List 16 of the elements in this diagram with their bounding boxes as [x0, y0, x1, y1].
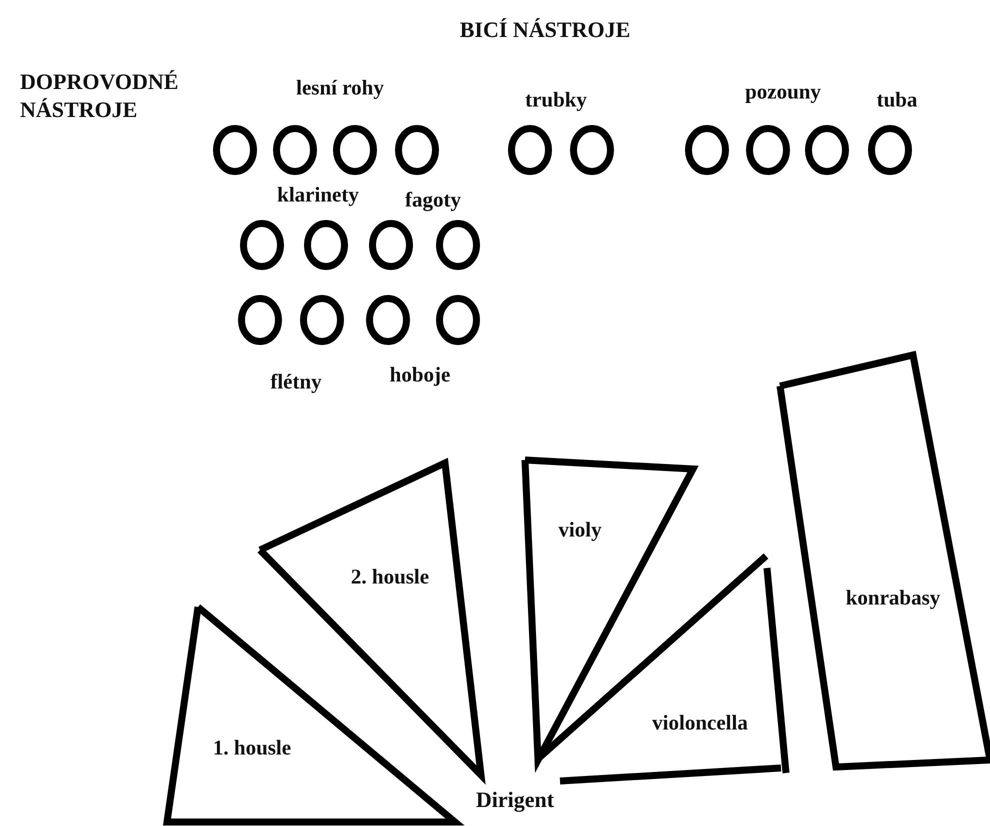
- section-label: violoncella: [652, 711, 748, 735]
- section-label: konrabasy: [846, 586, 940, 610]
- group-label: klarinety: [277, 183, 359, 207]
- group-label: pozouny: [745, 80, 821, 104]
- group-label: flétny: [270, 370, 322, 394]
- group-label: trubky: [525, 88, 587, 112]
- group-label: lesní rohy: [296, 76, 384, 100]
- section-label: 2. housle: [350, 565, 430, 589]
- group-label: tuba: [876, 88, 918, 112]
- heading-label: DOPROVODNÉ NÁSTROJE: [20, 68, 180, 123]
- group-label: hoboje: [390, 363, 450, 387]
- section-label: violy: [558, 518, 602, 542]
- heading-label: BICÍ NÁSTROJE: [460, 18, 630, 42]
- conductor-label: Dirigent: [476, 788, 554, 812]
- section-label: 1. housle: [212, 736, 292, 760]
- group-label: fagoty: [405, 188, 461, 212]
